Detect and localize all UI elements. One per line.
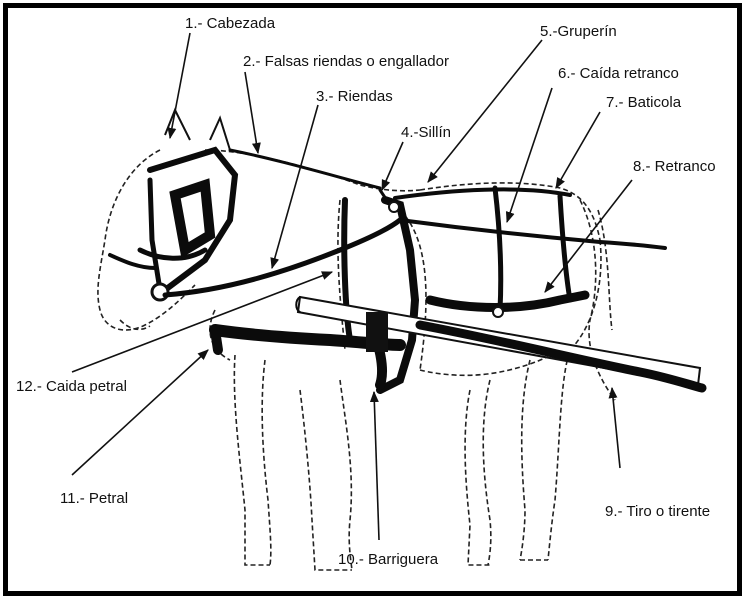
- label-sillin: 4.-Sillín: [401, 124, 451, 141]
- label-riendas: 3.- Riendas: [316, 88, 393, 105]
- leader-1: [170, 33, 190, 138]
- label-barriguera: 10.- Barriguera: [338, 551, 438, 568]
- leader-9: [612, 388, 620, 468]
- label-falsas-riendas: 2.- Falsas riendas o engallador: [243, 53, 449, 70]
- label-gruperin: 5.-Gruperín: [540, 23, 617, 40]
- leader-11: [72, 350, 208, 475]
- leader-4: [382, 142, 403, 190]
- harness-straps: [110, 150, 702, 390]
- label-caida-retranco: 6.- Caída retranco: [558, 65, 679, 82]
- leader-2: [245, 72, 258, 153]
- label-tiro: 9.- Tiro o tirente: [605, 503, 710, 520]
- diagram-frame: 1.- Cabezada 2.- Falsas riendas o engall…: [3, 3, 742, 596]
- label-cabezada: 1.- Cabezada: [185, 15, 275, 32]
- label-caida-petral: 12.- Caida petral: [16, 378, 127, 395]
- leader-3: [272, 105, 318, 268]
- label-baticola: 7.- Baticola: [606, 94, 681, 111]
- label-petral: 11.- Petral: [60, 490, 128, 507]
- leader-12: [72, 272, 332, 372]
- leader-7: [556, 112, 600, 188]
- leader-10: [374, 392, 379, 540]
- label-retranco: 8.- Retranco: [633, 158, 716, 175]
- leader-6: [507, 88, 552, 222]
